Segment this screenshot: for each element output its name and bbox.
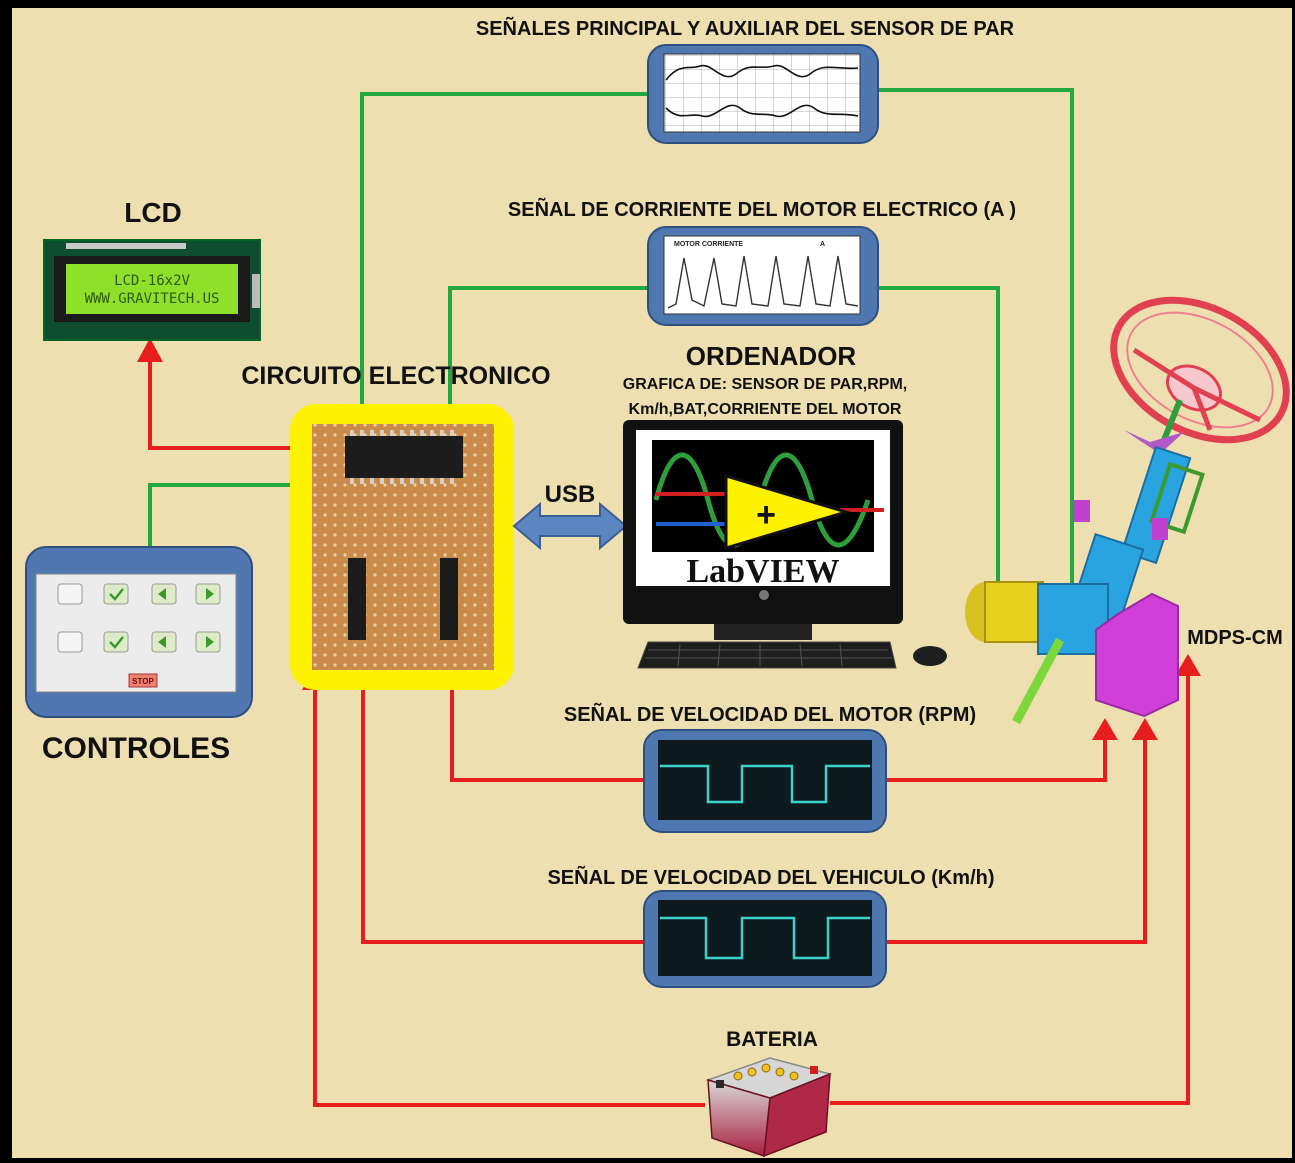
computer-subtitle-1: GRAFICA DE: SENSOR DE PAR,RPM,	[623, 376, 907, 393]
lcd-connector	[252, 274, 260, 308]
speed-signal-title: SEÑAL DE VELOCIDAD DEL VEHICULO (Km/h)	[547, 866, 994, 889]
controls-panel: STOP CONTROLES	[26, 547, 252, 765]
rpm-scope-screen	[658, 740, 872, 820]
speed-scope-screen	[658, 900, 872, 976]
stop-label: STOP	[132, 677, 154, 686]
mouse	[913, 646, 947, 666]
control-button-2	[104, 584, 128, 604]
battery: BATERIA	[708, 1028, 830, 1156]
torque-signals-title: SEÑALES PRINCIPAL Y AUXILIAR DEL SENSOR …	[476, 17, 1015, 40]
controls-title: CONTROLES	[42, 732, 230, 765]
driver-chip-left	[348, 558, 366, 640]
battery-terminal-negative	[716, 1080, 724, 1088]
keyboard	[638, 642, 896, 668]
control-button-5	[58, 632, 82, 652]
control-button-6	[104, 632, 128, 652]
control-button-1	[58, 584, 82, 604]
lcd-pin-header	[66, 243, 186, 249]
monitor-stand	[714, 624, 812, 640]
motor-current-title: SEÑAL DE CORRIENTE DEL MOTOR ELECTRICO (…	[508, 198, 1016, 221]
computer: ORDENADOR GRAFICA DE: SENSOR DE PAR,RPM,…	[623, 341, 947, 668]
battery-title: BATERIA	[726, 1028, 818, 1051]
computer-title: ORDENADOR	[686, 341, 857, 371]
torque-scope-screen	[664, 54, 860, 132]
lcd-title: LCD	[124, 197, 182, 228]
microcontroller-chip	[345, 436, 463, 478]
mdps-motor	[985, 582, 1043, 642]
labview-logo-text: LabVIEW	[686, 553, 839, 590]
labview-plus-icon: +	[756, 496, 776, 534]
lcd-line-2: WWW.GRAVITECH.US	[85, 291, 220, 307]
pink-clamp-1	[1074, 500, 1090, 522]
current-scope-header-right: A	[820, 241, 825, 248]
rpm-signal-title: SEÑAL DE VELOCIDAD DEL MOTOR (RPM)	[564, 703, 976, 726]
computer-subtitle-2: Km/h,BAT,CORRIENTE DEL MOTOR	[629, 401, 902, 418]
current-scope-header-left: MOTOR CORRIENTE	[674, 241, 743, 248]
circuit-title: CIRCUITO ELECTRONICO	[241, 362, 550, 390]
monitor-power-logo	[759, 590, 769, 600]
battery-terminal-positive	[810, 1066, 818, 1074]
usb-label: USB	[545, 481, 596, 508]
pink-clamp-2	[1152, 518, 1168, 540]
lcd-line-1: LCD-16x2V	[114, 273, 190, 289]
driver-chip-right	[440, 558, 458, 640]
mdps-label: MDPS-CM	[1187, 627, 1283, 649]
